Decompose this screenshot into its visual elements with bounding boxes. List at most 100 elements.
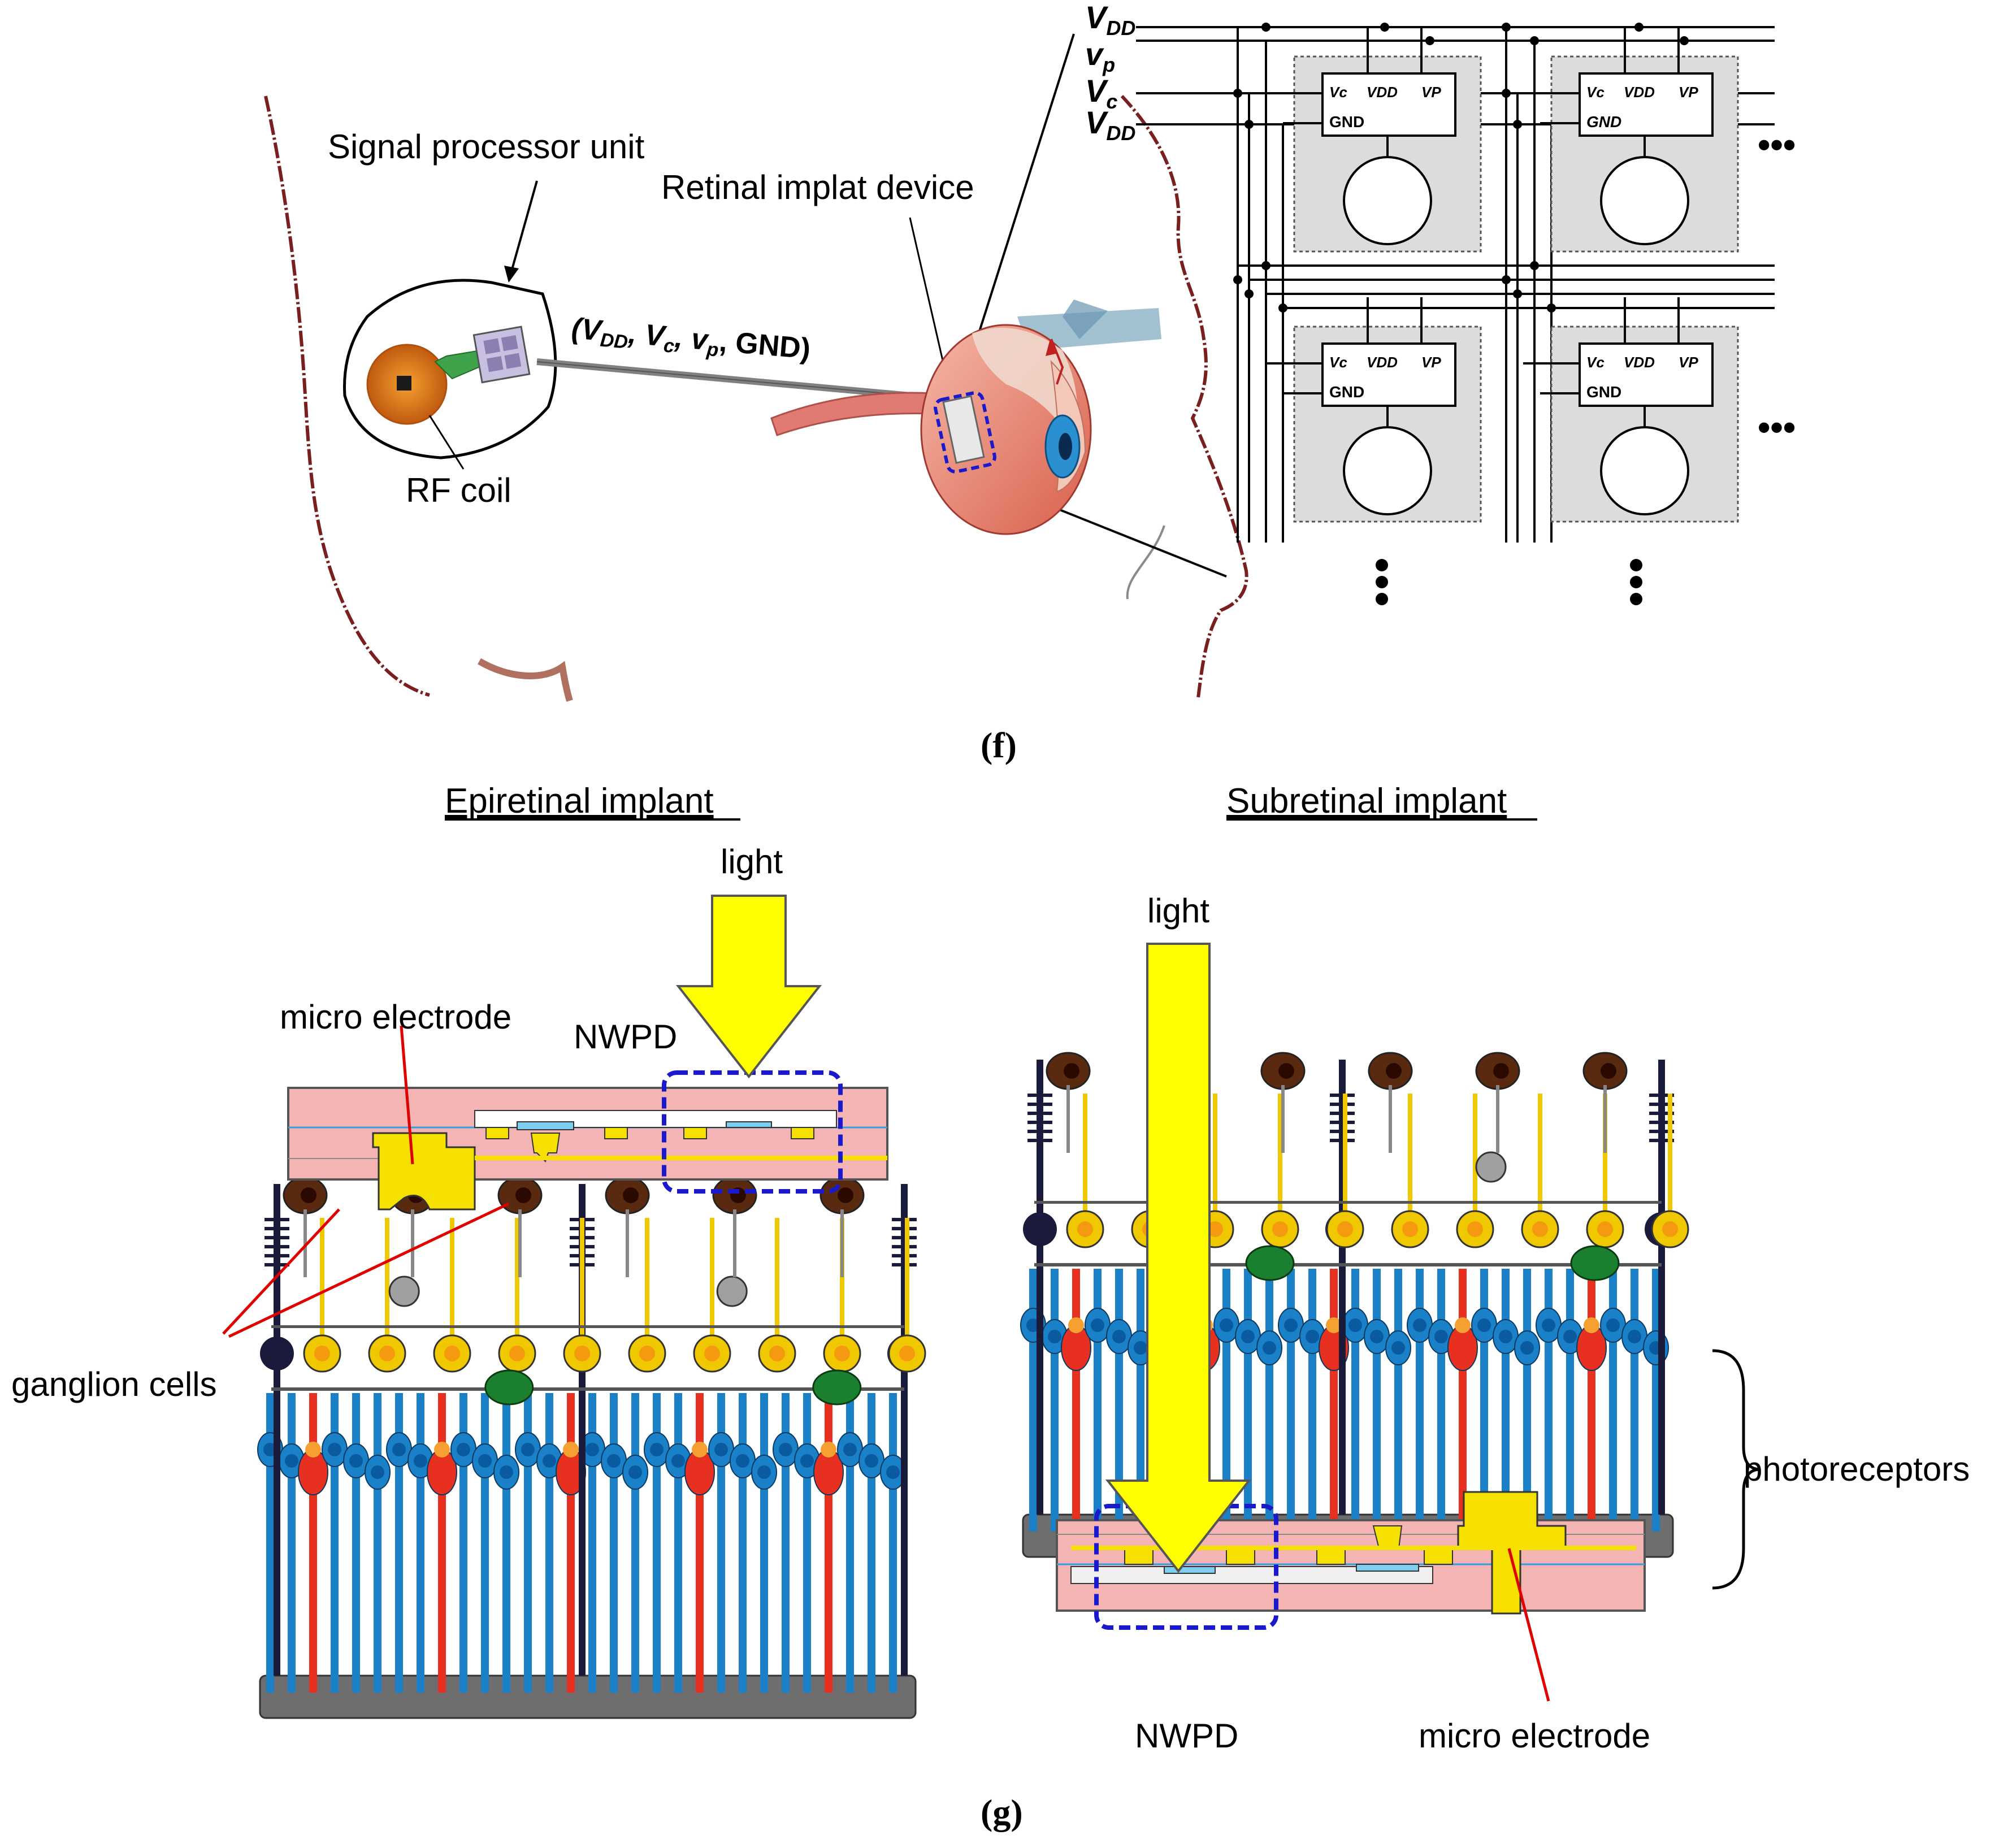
rod-cell [868, 1393, 875, 1693]
face-profile-outline [1120, 94, 1248, 699]
rod-cell [459, 1393, 467, 1693]
cone-cell [696, 1393, 704, 1693]
rod-cell [610, 1393, 618, 1693]
signal-processor-label: Signal processor unit [328, 128, 645, 166]
retinal-device-label: Retinal implat device [661, 168, 974, 206]
rod-cell [1566, 1269, 1574, 1532]
subretinal-chip [1056, 1491, 1646, 1630]
electrode-circle [1343, 426, 1432, 515]
cone-cell [438, 1393, 446, 1693]
rod-cell [481, 1393, 489, 1693]
rod-cell [889, 1393, 897, 1693]
cell-pin-label: VDD [1624, 84, 1655, 101]
electrode-circle [1343, 156, 1432, 245]
epi-light-label: light [721, 843, 783, 880]
rod-cell [1437, 1269, 1445, 1532]
implant-dashed-box [934, 391, 996, 474]
sub-nwpd-label: NWPD [1135, 1717, 1238, 1755]
amacrine-cell [1245, 1245, 1295, 1281]
rod-cell [739, 1393, 747, 1693]
cell-gnd-label: GND [1329, 383, 1364, 401]
epi-electrode-leader [400, 1025, 414, 1165]
cell-gnd-label: GND [1586, 113, 1621, 131]
rod-cell [846, 1393, 854, 1693]
ellipsis-row1: ••• [1758, 124, 1796, 165]
ganglion-cells-label: ganglion cells [11, 1365, 217, 1403]
cell-pin-label: Vc [1586, 84, 1605, 101]
electrode-circle [1600, 426, 1689, 515]
rod-cell [331, 1393, 339, 1693]
caption-f: (f) [981, 725, 1017, 765]
rod-cell [524, 1393, 532, 1693]
epi-light-arrow [675, 895, 822, 1079]
subretinal-title: Subretinal implant [1226, 782, 1507, 821]
ganglion-leader-2 [228, 1202, 510, 1338]
epiretinal-chip [287, 1070, 888, 1211]
cone-cell [1072, 1269, 1080, 1532]
sub-micro-electrode-label: micro electrode [1419, 1717, 1650, 1755]
rod-cell [588, 1393, 596, 1693]
photoreceptors-label: photoreceptors [1744, 1450, 1970, 1488]
head-back-outline [264, 96, 430, 697]
sub-light-label: light [1147, 892, 1209, 930]
amacrine-cell [1570, 1245, 1620, 1281]
rod-cell [782, 1393, 790, 1693]
photoreceptors-brace [1712, 1349, 1761, 1590]
sub-light-arrow [1105, 943, 1252, 1573]
bus-junction-dots [1233, 23, 1689, 313]
epiretinal-title: Epiretinal implant [445, 782, 714, 821]
rod-cell [1308, 1269, 1316, 1532]
rod-cell [395, 1393, 403, 1693]
processor-chip [472, 326, 531, 384]
cell-pin-label: VDD [1367, 84, 1398, 101]
amacrine-cell [812, 1369, 862, 1405]
rod-cell [288, 1393, 296, 1693]
implant-chip [942, 395, 985, 464]
rod-cell [631, 1393, 639, 1693]
rf-coil-chip [397, 376, 411, 391]
horizontal-cell [716, 1276, 748, 1307]
muller-cell [1023, 1212, 1057, 1246]
cone-cell [1330, 1269, 1338, 1532]
horizontal-cell [388, 1276, 420, 1307]
cell-pin-label: VP [1679, 354, 1698, 371]
cable-label: (VDD, Vc, vp, GND) [570, 312, 812, 369]
epi-micro-electrode [372, 1132, 476, 1211]
epiretinal-retina [257, 1176, 926, 1719]
horizontal-cell [1475, 1151, 1507, 1183]
sub-electrode-leader [1507, 1548, 1550, 1702]
ellipsis-col1 [1376, 559, 1388, 605]
cell-gnd-label: GND [1586, 383, 1621, 401]
cone-cell [309, 1393, 317, 1693]
cell-pin-label: Vc [1586, 354, 1605, 371]
cell-pin-label: VDD [1367, 354, 1398, 371]
cone-cell [1588, 1269, 1595, 1532]
caption-g: (g) [981, 1792, 1023, 1832]
rod-cell [374, 1393, 381, 1693]
svg-text:VDD: VDD [1085, 0, 1135, 40]
rod-cell [266, 1393, 274, 1693]
rod-cell [1394, 1269, 1402, 1532]
cell-pin-label: VP [1421, 84, 1441, 101]
rod-cell [1244, 1269, 1252, 1532]
rod-cell [760, 1393, 768, 1693]
electrode-circle [1600, 156, 1689, 245]
svg-text:vp: vp [1085, 36, 1115, 76]
rod-cell [674, 1393, 682, 1693]
muller-cell [260, 1337, 294, 1370]
rod-cell [717, 1393, 725, 1693]
rf-coil-leader [428, 415, 465, 470]
rod-cell [1265, 1269, 1273, 1532]
cone-cell [825, 1393, 832, 1693]
eye-illustration [770, 300, 1161, 535]
cell-pin-label: Vc [1329, 84, 1347, 101]
rod-cell [1051, 1269, 1059, 1532]
rod-cell [1373, 1269, 1381, 1532]
cell-pin-label: Vc [1329, 354, 1347, 371]
epi-micro-electrode-label: micro electrode [280, 998, 511, 1036]
ear-outline [478, 658, 573, 702]
